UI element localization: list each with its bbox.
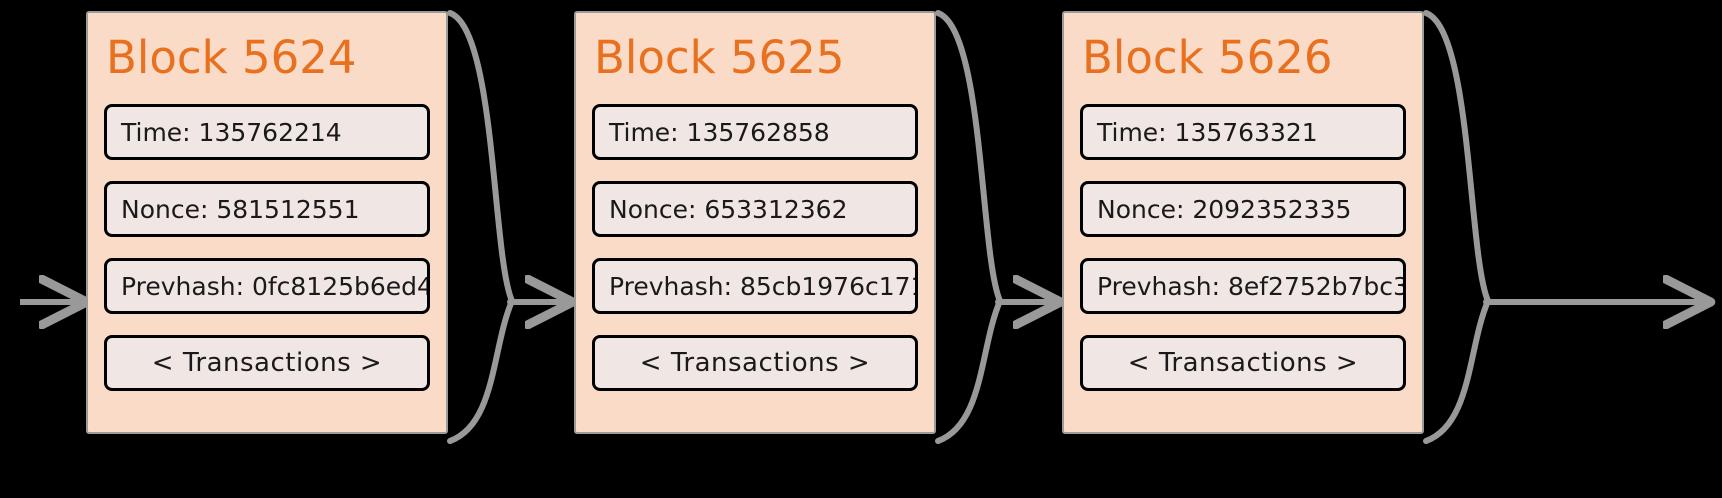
block-time-field: Time: 135762214 [104, 104, 430, 160]
block-time-field: Time: 135763321 [1080, 104, 1406, 160]
block-nonce-field: Nonce: 2092352335 [1080, 181, 1406, 237]
block-fields: Time: 135762858 Nonce: 653312362 Prevhas… [576, 104, 934, 391]
block-transactions-button[interactable]: < Transactions > [104, 335, 430, 391]
block-title: Block 5625 [594, 31, 845, 84]
block-title: Block 5626 [1082, 31, 1333, 84]
block-prevhash-field: Prevhash: 0fc8125b6ed4 [104, 258, 430, 314]
outgoing-arrow [1423, 10, 1706, 444]
block-prevhash-field: Prevhash: 85cb1976c171 [592, 258, 918, 314]
block-fields: Time: 135762214 Nonce: 581512551 Prevhas… [88, 104, 446, 391]
block-fields: Time: 135763321 Nonce: 2092352335 Prevha… [1064, 104, 1422, 391]
block-prevhash-field: Prevhash: 8ef2752b7bc3 [1080, 258, 1406, 314]
block-nonce-field: Nonce: 653312362 [592, 181, 918, 237]
link-arrow-5625-to-5626 [935, 10, 1056, 444]
block-nonce-field: Nonce: 581512551 [104, 181, 430, 237]
block-card-5625[interactable]: Block 5625 Time: 135762858 Nonce: 653312… [574, 11, 936, 434]
block-transactions-button[interactable]: < Transactions > [1080, 335, 1406, 391]
block-title: Block 5624 [106, 31, 357, 84]
block-card-5624[interactable]: Block 5624 Time: 135762214 Nonce: 581512… [86, 11, 448, 434]
link-arrow-5624-to-5625 [447, 10, 568, 444]
block-card-5626[interactable]: Block 5626 Time: 135763321 Nonce: 209235… [1062, 11, 1424, 434]
block-transactions-button[interactable]: < Transactions > [592, 335, 918, 391]
block-time-field: Time: 135762858 [592, 104, 918, 160]
